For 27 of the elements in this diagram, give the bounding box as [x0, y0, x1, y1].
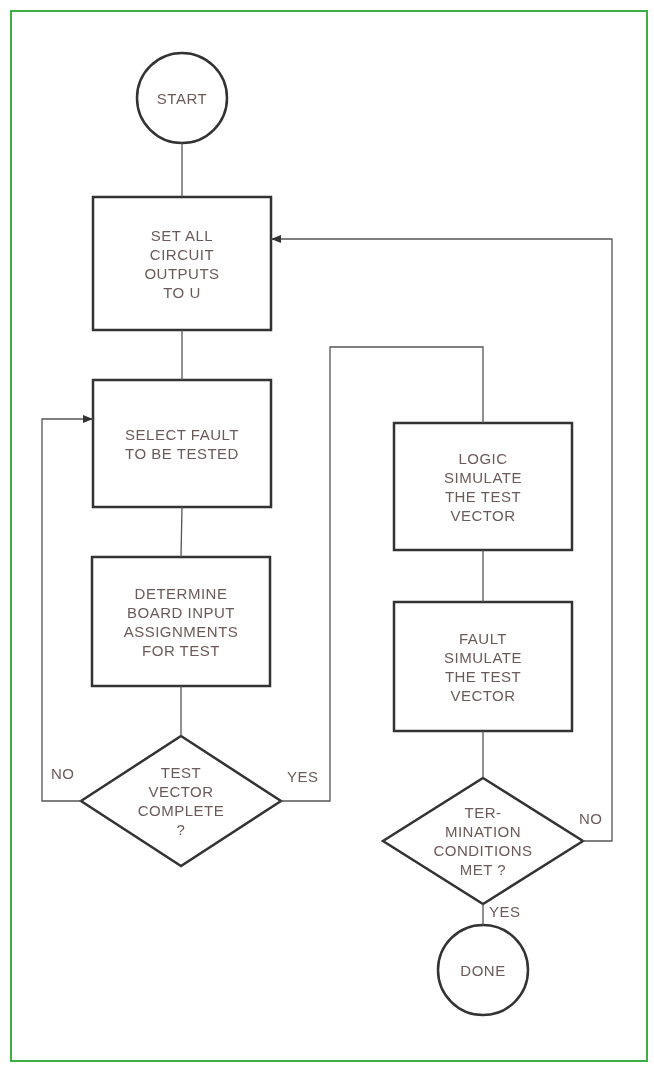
node-label: FAULT SIMULATE THE TEST VECTOR	[443, 628, 523, 705]
connector-line	[180, 685, 182, 737]
connector-line	[482, 549, 484, 603]
connector-line	[181, 142, 183, 198]
terminal-circle	[436, 923, 530, 1017]
node-label: TEST VECTOR COMPLETE ?	[136, 763, 226, 839]
arrow	[41, 415, 94, 802]
decision-diamond	[78, 734, 284, 868]
node-label: TER- MINATION CONDITIONS MET ?	[432, 803, 534, 879]
process-box	[91, 378, 273, 509]
connector-line	[482, 730, 484, 779]
arrow	[270, 235, 613, 842]
process-box	[392, 600, 574, 733]
process-box	[91, 195, 273, 332]
terminal-circle	[135, 51, 229, 145]
connector-line	[181, 329, 183, 381]
node-label: SET ALL CIRCUIT OUTPUTS TO U	[143, 225, 221, 302]
node-label: START	[156, 88, 208, 108]
node-label: LOGIC SIMULATE THE TEST VECTOR	[443, 448, 523, 525]
node-label: SELECT FAULT TO BE TESTED	[124, 424, 240, 463]
process-box	[392, 421, 574, 552]
connector-line	[280, 346, 484, 802]
connector-line	[180, 506, 183, 558]
node-label: DETERMINE BOARD INPUT ASSIGNMENTS FOR TEST	[122, 583, 240, 660]
process-box	[90, 555, 272, 688]
connector-line	[482, 903, 484, 926]
node-label: DONE	[460, 960, 506, 980]
